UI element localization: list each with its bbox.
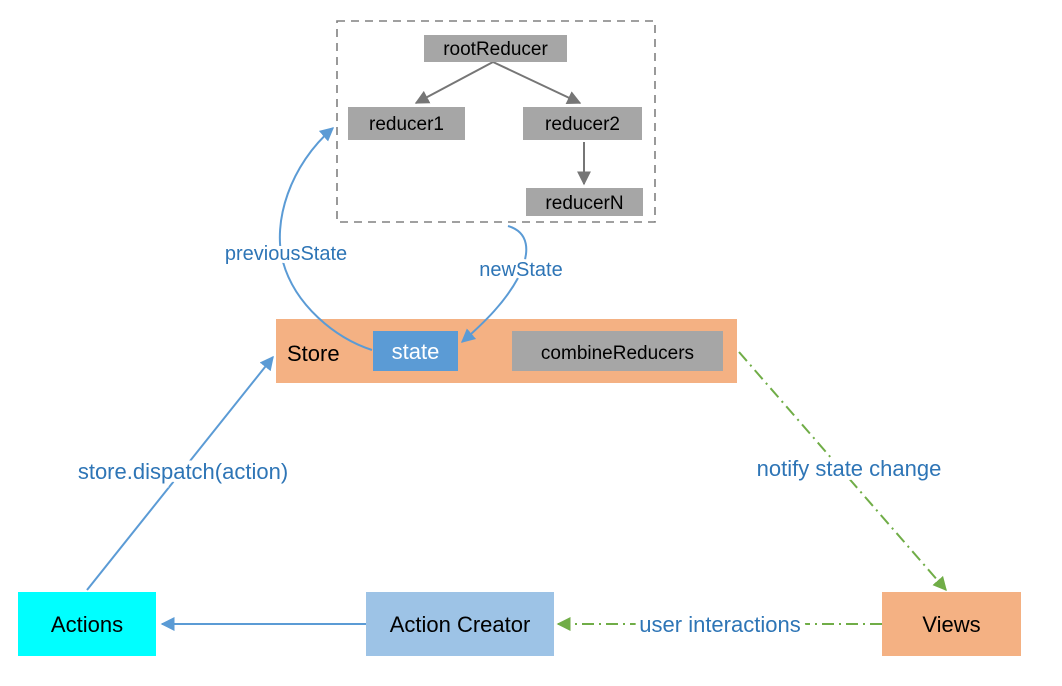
- state-label: state: [392, 339, 440, 364]
- notify-state-change-label: notify state change: [757, 456, 942, 481]
- root-to-reducer2-arrow: [492, 61, 582, 104]
- reducerN-label: reducerN: [545, 193, 623, 214]
- views-label: Views: [922, 612, 980, 637]
- reducer-tree-container: [336, 20, 656, 223]
- new-state-label: newState: [479, 259, 562, 281]
- root-reducer-box: rootReducer: [424, 35, 567, 62]
- combine-reducers-box: [512, 331, 723, 371]
- combine-reducers-label: combineReducers: [541, 343, 694, 364]
- actions-box: Actions: [18, 592, 156, 656]
- previous-state-arrow: [278, 127, 373, 351]
- user-interactions-label: user interactions: [639, 612, 800, 637]
- root-to-reducer1-arrow: [414, 61, 494, 104]
- reducer1-label: reducer1: [369, 114, 444, 135]
- root-reducer-label: rootReducer: [443, 39, 548, 60]
- reducer2-label: reducer2: [545, 114, 620, 135]
- action-creator-label: Action Creator: [390, 612, 531, 637]
- store-label: Store: [287, 341, 340, 366]
- reducer2-box: reducer2: [523, 107, 642, 140]
- state-box: [373, 331, 458, 371]
- new-state-arrow: [460, 225, 528, 343]
- action-creator-box: Action Creator: [366, 592, 554, 656]
- dispatch-label: store.dispatch(action): [78, 459, 288, 484]
- dispatch-arrow: [86, 355, 274, 591]
- reducerN-box: reducerN: [526, 188, 643, 216]
- store-box: Store state combineReducers: [276, 319, 737, 383]
- views-box: Views: [882, 592, 1021, 656]
- previous-state-label: previousState: [225, 243, 347, 265]
- notify-state-change-arrow: [738, 351, 947, 592]
- actions-label: Actions: [51, 612, 123, 637]
- reducer1-box: reducer1: [348, 107, 465, 140]
